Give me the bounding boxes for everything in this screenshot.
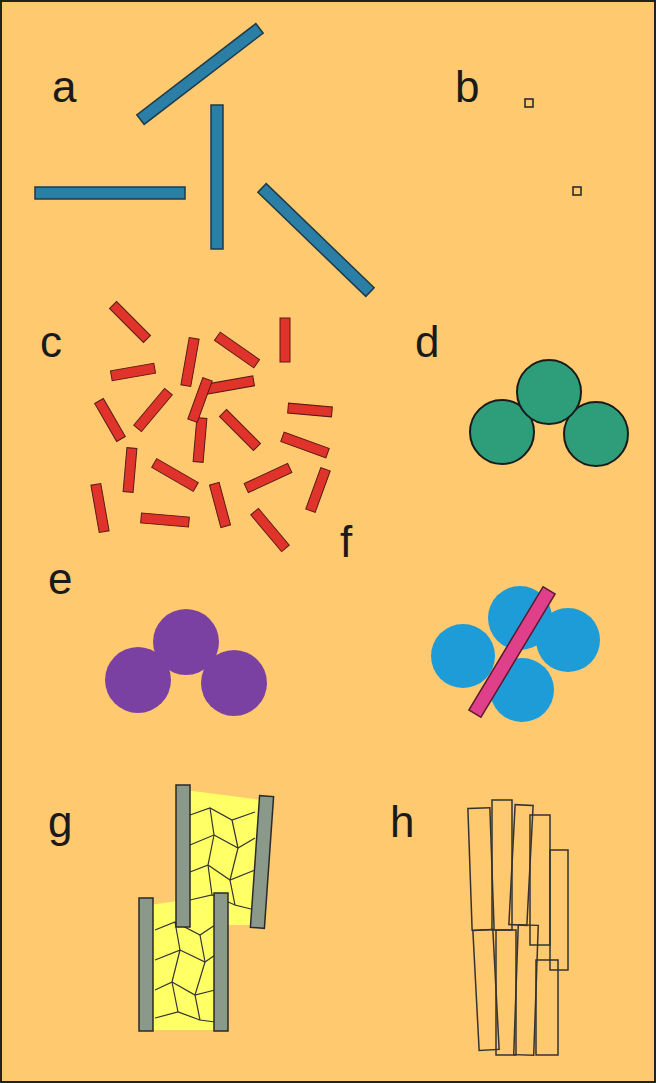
tiny-particles — [525, 99, 581, 195]
part-letter: a — [52, 65, 76, 109]
part-letter: b — [455, 65, 479, 109]
part-letter: c — [40, 320, 62, 364]
part-letter: f — [340, 520, 352, 564]
stacked-plates — [468, 800, 568, 1055]
fibre-rod — [469, 587, 555, 718]
long-fibres — [35, 24, 374, 297]
part-letter: d — [415, 320, 439, 364]
part-letter: h — [390, 800, 414, 844]
part-letter: g — [48, 800, 72, 844]
plated-cells — [139, 785, 274, 1031]
short-fibres — [91, 301, 332, 551]
spheres — [105, 609, 267, 716]
outlined-spheres — [470, 360, 628, 466]
part-letter: e — [48, 557, 72, 601]
spheres-with-fibre — [431, 586, 600, 722]
